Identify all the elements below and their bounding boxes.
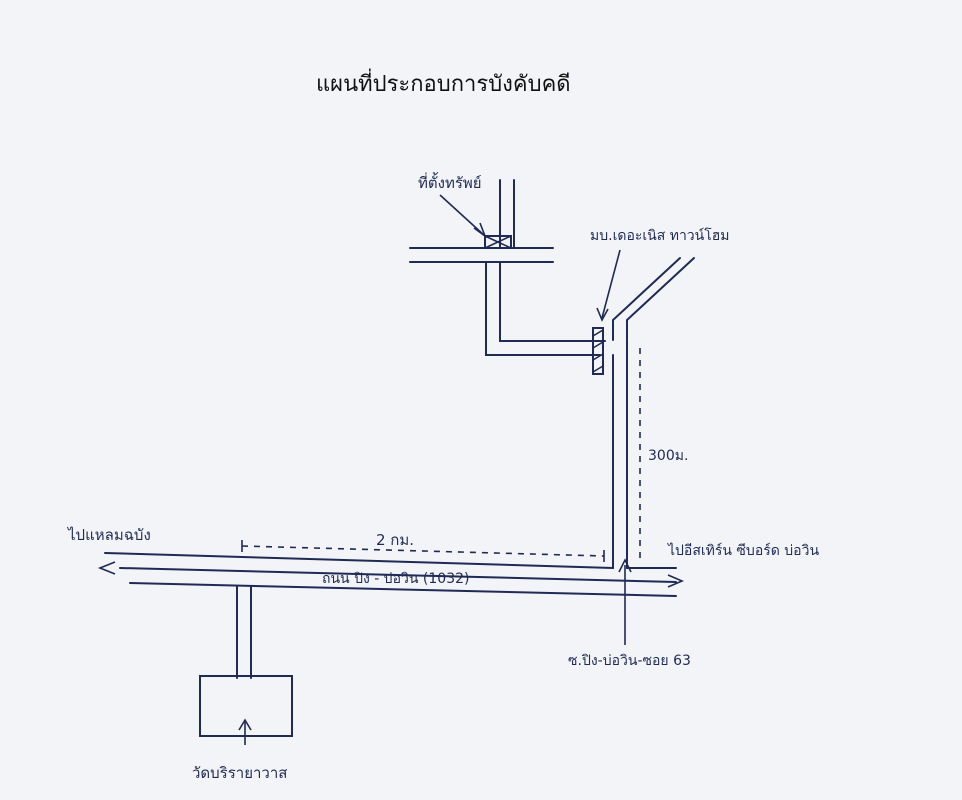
village-road-left: [612, 257, 681, 341]
village-label: มบ.เดอะเนิส ทาวน์โฮม: [590, 227, 730, 244]
distance-main-line: [241, 545, 605, 557]
property-pointer-head: [473, 222, 487, 239]
left-arrow-icon: [97, 561, 116, 575]
village-hatch-3: [592, 353, 604, 361]
property-label: ที่ตั้งทรัพย์: [418, 172, 482, 192]
temple-arrow-icon: [238, 718, 252, 731]
soi-arrow-icon: [618, 558, 632, 573]
main-road-upper-edge: [104, 552, 614, 569]
village-connector-inner: [499, 261, 606, 342]
temple-label: วัดบริรายาวาส: [192, 764, 287, 782]
temple-box: [199, 675, 293, 737]
distance-main-label: 2 กม.: [376, 531, 414, 549]
soi-label: ซ.ปิง-บ่อวิน-ซอย 63: [568, 653, 691, 669]
main-road-lower-edge: [129, 582, 677, 597]
property-marker-icon: [484, 235, 512, 249]
property-pointer: [439, 194, 486, 237]
right-arrow-icon: [667, 574, 685, 588]
village-pointer: [601, 249, 621, 319]
village-road-right: [626, 257, 695, 341]
map-title: แผนที่ประกอบการบังคับคดี: [316, 72, 571, 97]
village-hatch-2: [592, 341, 604, 349]
road-name-label: ถนน ปิง - บ่อวิน (1032): [322, 571, 469, 587]
village-connector-outer: [485, 261, 601, 356]
property-marker-cross-2: [484, 235, 512, 249]
to-right-label: ไปอีสเทิร์น ซีบอร์ด บ่อวิน: [667, 542, 819, 559]
village-marker-icon: [592, 327, 604, 375]
distance-soi-label: 300ม.: [648, 448, 688, 464]
village-hatch-4: [592, 365, 604, 373]
main-road-middle-line: [119, 567, 677, 583]
village-pointer-head: [596, 307, 609, 322]
village-hatch: [592, 329, 604, 337]
to-left-label: ไปแหลมฉบัง: [67, 526, 151, 544]
